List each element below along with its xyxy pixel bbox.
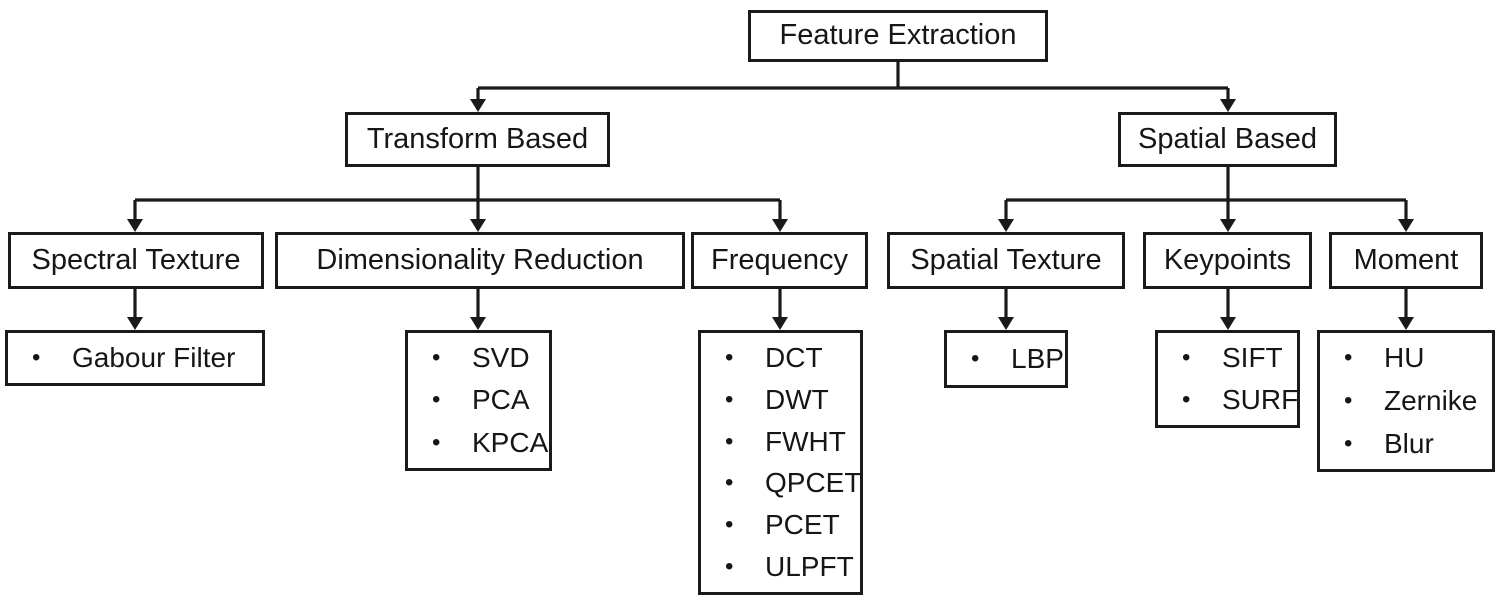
- node-dimensionality-reduction: Dimensionality Reduction: [275, 232, 685, 289]
- bullet-icon: •: [725, 469, 734, 497]
- bullet-icon: •: [725, 553, 734, 581]
- list-item-label: Blur: [1384, 427, 1434, 459]
- bullet-icon: •: [1344, 429, 1353, 457]
- list-item: • DCT: [723, 337, 854, 379]
- list-keypoints-methods: • SIFT • SURF: [1155, 330, 1300, 428]
- list-item-label: HU: [1384, 342, 1425, 374]
- bullet-icon: •: [725, 511, 734, 539]
- node-moment: Moment: [1329, 232, 1483, 289]
- bullet-icon: •: [432, 344, 441, 372]
- bullet-icon: •: [725, 427, 734, 455]
- bullet-icon: •: [971, 345, 980, 372]
- list-item: • Gabour Filter: [30, 342, 256, 374]
- node-keypoints: Keypoints: [1143, 232, 1312, 289]
- list-item-label: PCA: [472, 384, 530, 416]
- list-spatial-texture-methods: • LBP: [944, 330, 1068, 388]
- node-transform-based: Transform Based: [345, 112, 610, 167]
- node-spectral-texture: Spectral Texture: [8, 232, 264, 289]
- node-spatial-texture: Spatial Texture: [887, 232, 1125, 289]
- node-frequency: Frequency: [691, 232, 868, 289]
- list-item-label: SIFT: [1222, 342, 1283, 373]
- bullet-icon: •: [432, 428, 441, 456]
- list-item: • ULPFT: [723, 546, 854, 588]
- list-item: • PCA: [430, 379, 543, 421]
- bullet-icon: •: [1182, 386, 1191, 413]
- list-item: • HU: [1342, 337, 1486, 380]
- list-item-label: DWT: [765, 383, 829, 415]
- list-moment-methods: • HU • Zernike • Blur: [1317, 330, 1495, 472]
- list-item: • SIFT: [1180, 337, 1291, 379]
- list-item: • FWHT: [723, 421, 854, 463]
- node-feature-extraction: Feature Extraction: [748, 10, 1048, 62]
- list-item: • KPCA: [430, 422, 548, 464]
- list-item: • Blur: [1342, 422, 1486, 465]
- list-item-label: Zernike: [1384, 385, 1478, 416]
- bullet-icon: •: [1182, 344, 1191, 371]
- list-item-label: KPCA: [472, 426, 549, 458]
- list-item-label: Gabour Filter: [72, 342, 236, 373]
- list-frequency-methods: • DCT • DWT • FWHT • QPCET • PCET • ULPF…: [698, 330, 863, 595]
- list-item-label: SURF: [1222, 384, 1299, 415]
- list-spectral-texture-methods: • Gabour Filter: [5, 330, 265, 386]
- bullet-icon: •: [32, 344, 41, 371]
- list-item: • QPCET: [723, 463, 861, 505]
- list-item: • Zernike: [1342, 380, 1486, 423]
- list-item-label: ULPFT: [765, 551, 854, 583]
- list-item: • SURF: [1180, 379, 1298, 421]
- bullet-icon: •: [1344, 344, 1353, 372]
- bullet-icon: •: [1344, 387, 1353, 414]
- bullet-icon: •: [432, 386, 441, 414]
- list-dimensionality-reduction-methods: • SVD • PCA • KPCA: [405, 330, 552, 471]
- list-item: • LBP: [969, 343, 1064, 375]
- list-item: • SVD: [430, 337, 543, 379]
- list-item-label: SVD: [472, 342, 530, 374]
- bullet-icon: •: [725, 343, 734, 371]
- list-item-label: FWHT: [765, 425, 846, 457]
- list-item: • PCET: [723, 504, 854, 546]
- node-spatial-based: Spatial Based: [1118, 112, 1337, 167]
- list-item-label: DCT: [765, 341, 823, 373]
- list-item-label: PCET: [765, 509, 840, 541]
- bullet-icon: •: [725, 385, 734, 413]
- list-item-label: QPCET: [765, 467, 862, 499]
- list-item-label: LBP: [1011, 343, 1064, 374]
- list-item: • DWT: [723, 379, 854, 421]
